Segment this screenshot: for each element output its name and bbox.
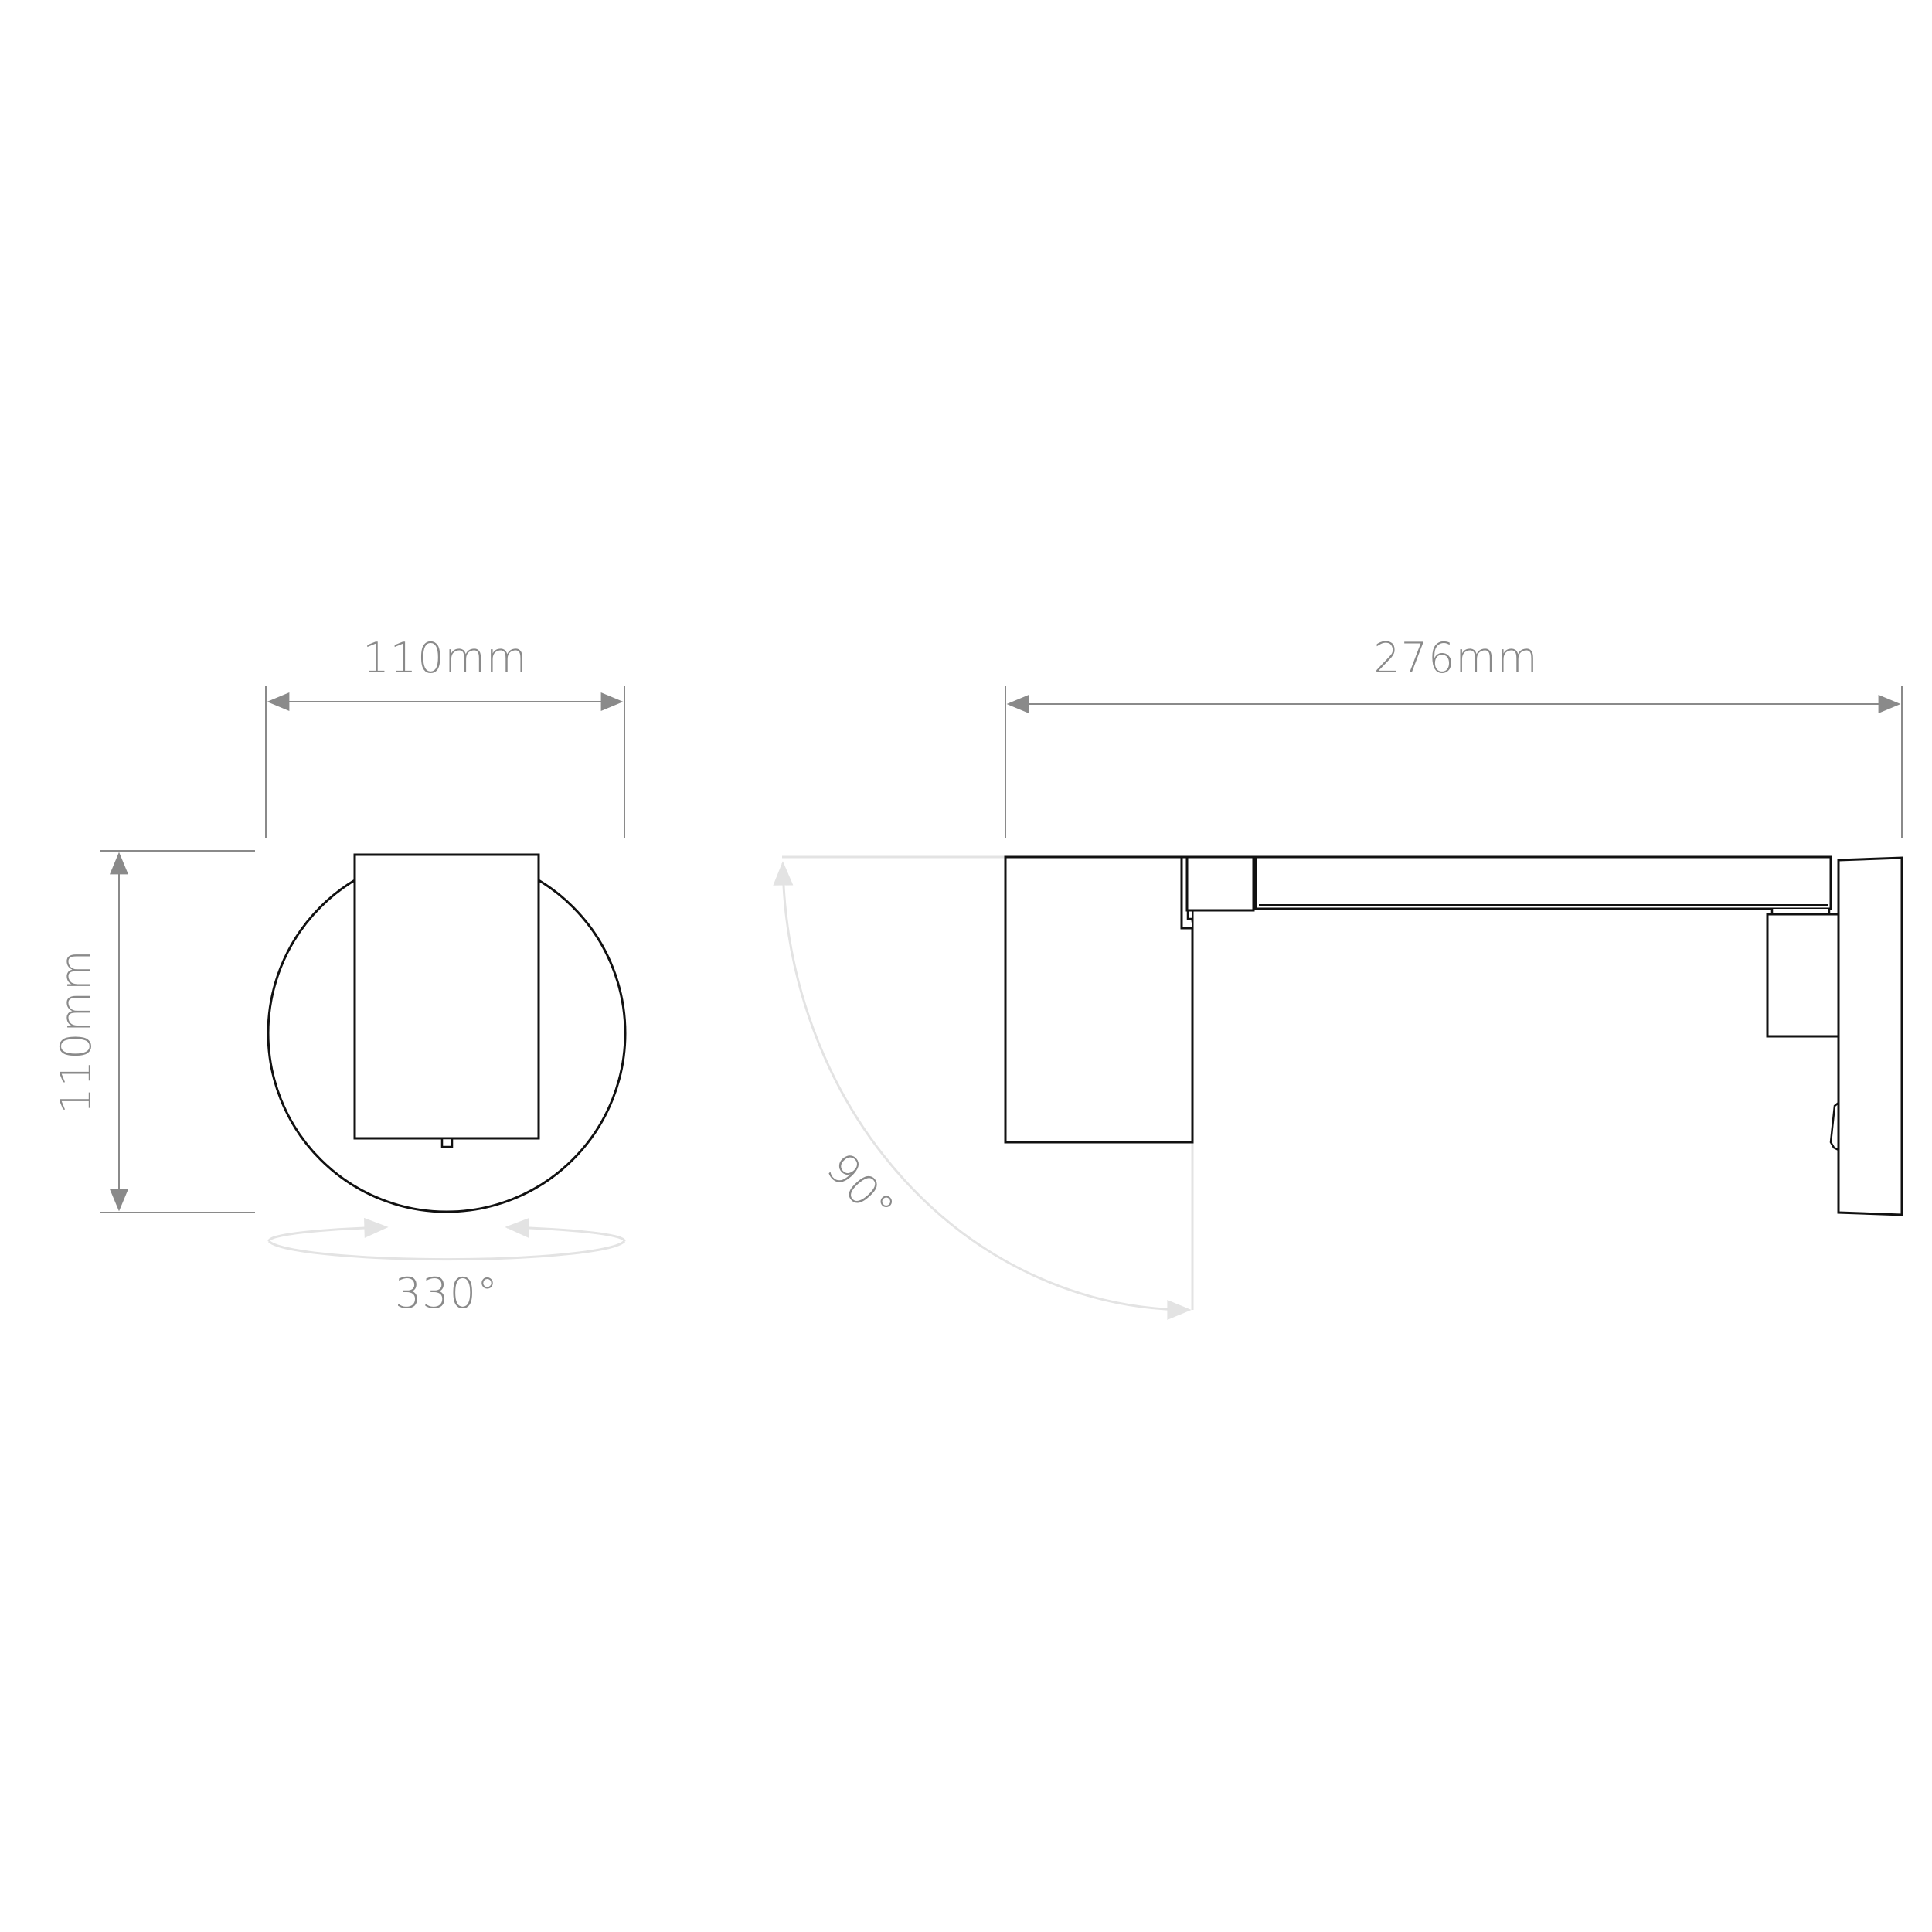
side-length-dimension — [1005, 686, 1903, 838]
side-length-label: 276mm — [1373, 634, 1538, 682]
rotation-ellipse-bottom — [267, 1240, 626, 1261]
front-height-label: 110mm — [52, 949, 100, 1114]
lamp-head-side — [1004, 855, 1194, 1144]
arm-joint — [1185, 855, 1255, 912]
switch-knob-icon — [1829, 1102, 1839, 1151]
tilt-indicator — [773, 855, 1194, 1320]
tilt-arc — [773, 861, 1192, 1320]
front-height-dimension — [100, 850, 255, 1213]
front-view: 110mm 110mm 330° — [52, 634, 627, 1318]
side-product-outline — [1004, 855, 1903, 1216]
rotation-label: 330° — [395, 1269, 498, 1318]
tilt-label: 90° — [817, 1144, 904, 1233]
arm-mount-block — [1766, 913, 1840, 1038]
head-pin — [440, 1137, 454, 1148]
rotation-indicator — [267, 1217, 626, 1261]
side-view: 276mm 90° — [773, 634, 1903, 1320]
arm-bar — [1254, 855, 1832, 910]
lamp-head-front — [353, 853, 540, 1140]
rotation-arc-left — [267, 1217, 389, 1242]
front-width-dimension — [265, 686, 625, 838]
rotation-arc-right — [505, 1217, 626, 1242]
front-width-label: 110mm — [362, 634, 527, 682]
wall-plate-side — [1837, 856, 1903, 1216]
front-product-outline — [267, 853, 627, 1213]
